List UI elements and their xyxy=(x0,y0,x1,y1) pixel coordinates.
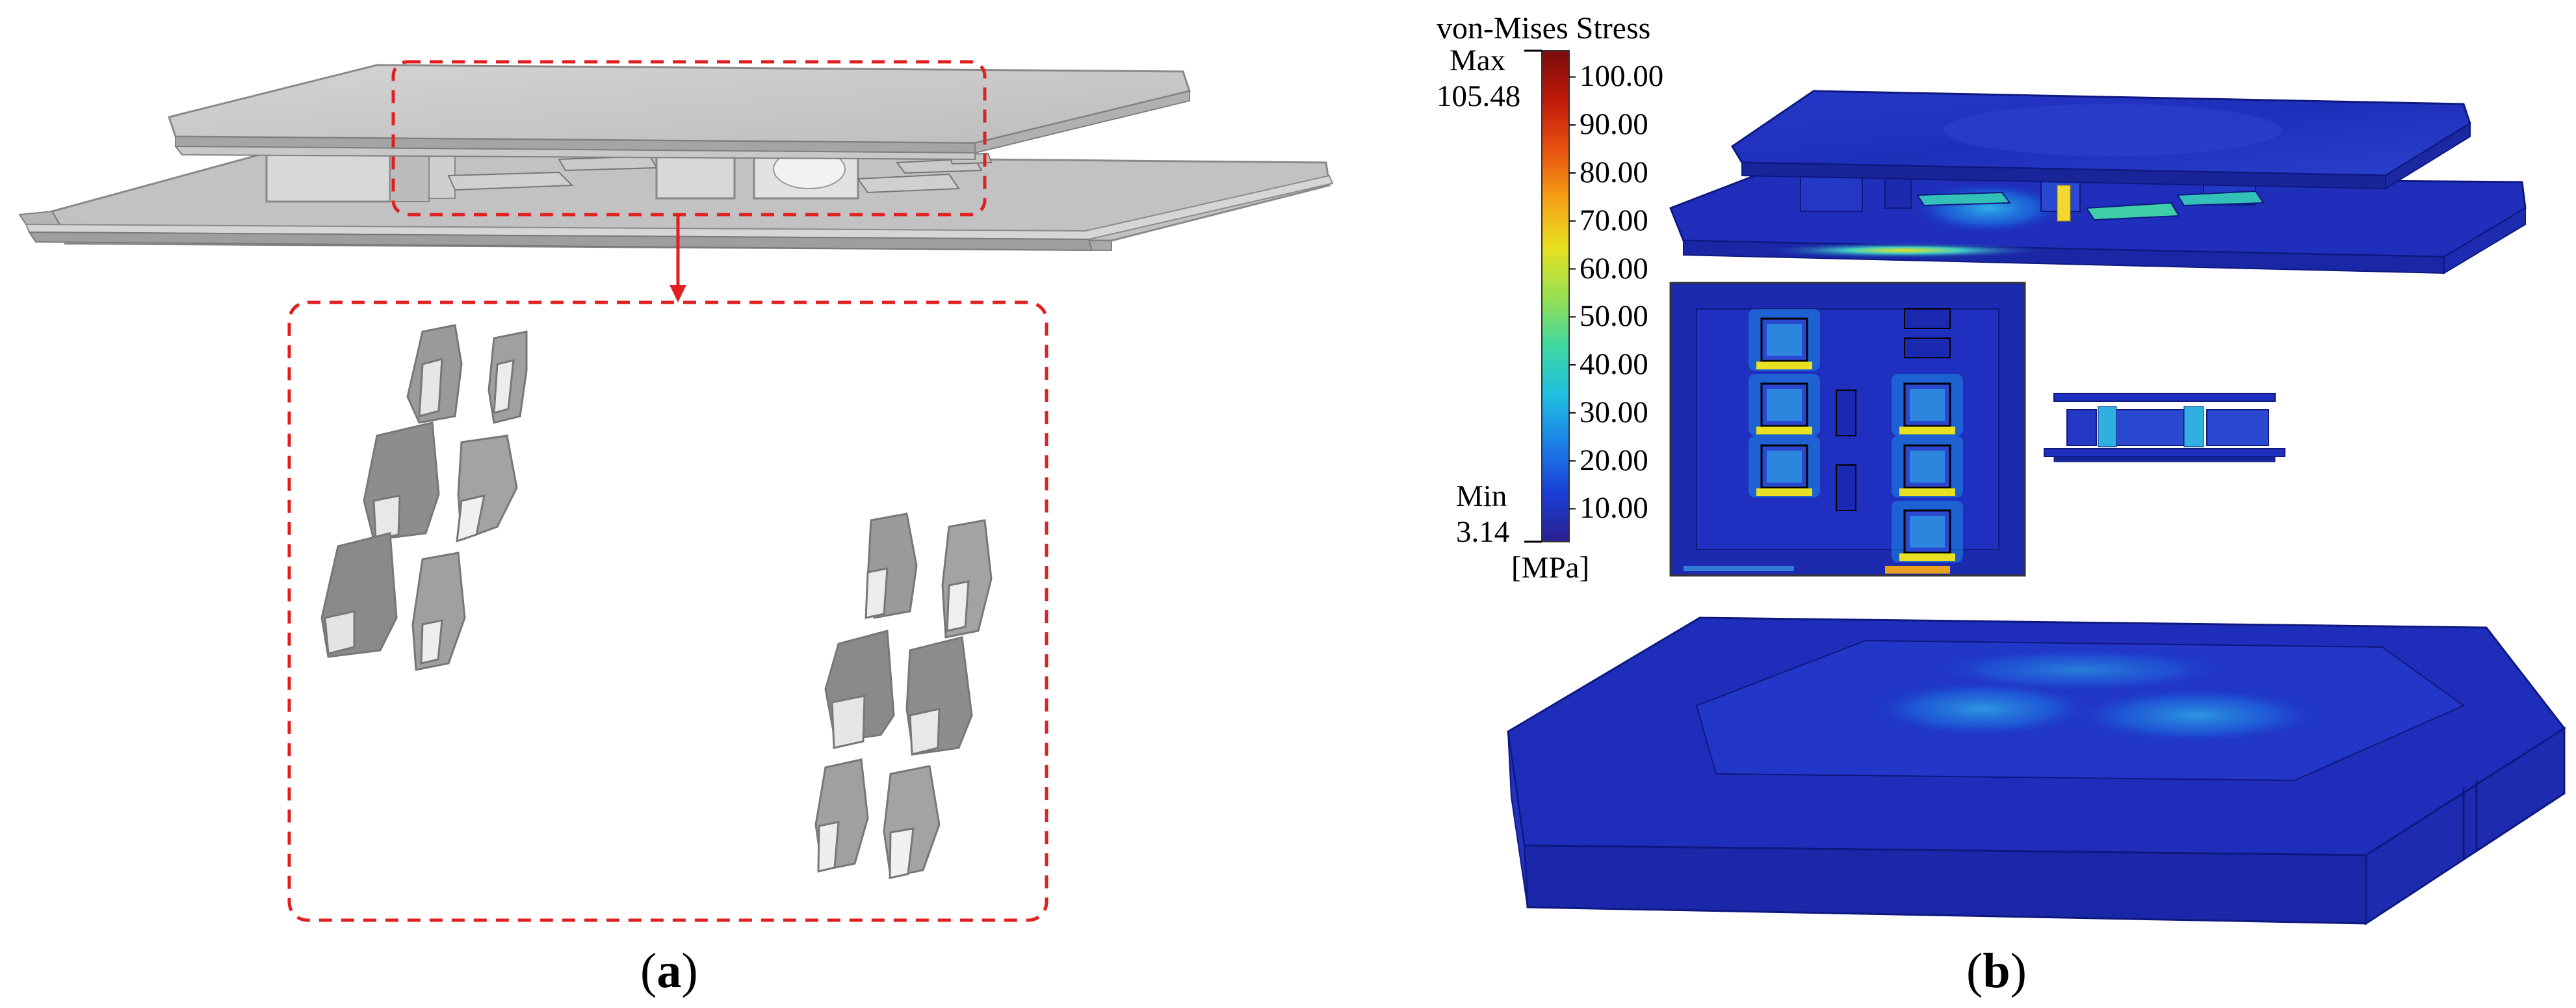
colorbar xyxy=(1524,49,1576,543)
stress-top-view xyxy=(1669,282,2026,577)
zoom-selection-box xyxy=(391,60,987,217)
colorbar-tick-label: 50.00 xyxy=(1580,299,1648,334)
caption-b-letter: b xyxy=(1983,944,2010,998)
colorbar-tick-label: 90.00 xyxy=(1580,107,1648,142)
colorbar-tick-label: 60.00 xyxy=(1580,251,1648,285)
zoom-arrow-head xyxy=(670,285,686,302)
colorbar-tick-label: 30.00 xyxy=(1580,395,1648,429)
colorbar-tick-label: 20.00 xyxy=(1580,443,1648,477)
base-front-face xyxy=(1523,844,2367,925)
caption-a: (a) xyxy=(640,944,698,998)
stress-assembly-perspective xyxy=(1669,90,2527,274)
legend-max-label: Max xyxy=(1450,44,1506,77)
solder-joints-right xyxy=(814,512,993,879)
panel-a-assembly xyxy=(18,60,1334,922)
colorbar-tick-label: 70.00 xyxy=(1580,203,1648,237)
zoom-detail-frame xyxy=(287,300,1048,922)
solder-joints-left xyxy=(320,324,528,671)
colorbar-rect xyxy=(1541,50,1570,542)
legend-unit: [MPa] xyxy=(1511,551,1590,585)
colorbar-tick-label: 40.00 xyxy=(1580,347,1648,382)
legend-title: von-Mises Stress xyxy=(1437,11,1651,46)
legend-min-value: 3.14 xyxy=(1456,515,1510,549)
colorbar-tick-label: 100.00 xyxy=(1580,59,1664,94)
legend-max-value: 105.48 xyxy=(1437,79,1521,113)
colorbar-tick-label: 80.00 xyxy=(1580,155,1648,189)
legend-min-label: Min xyxy=(1456,479,1507,513)
caption-a-letter: a xyxy=(657,944,682,998)
stress-hotspot-edge xyxy=(1762,243,2048,258)
base-side-face xyxy=(2365,726,2566,925)
stress-side-view xyxy=(2044,393,2285,462)
stress-base-housing xyxy=(1507,617,2566,925)
caption-b: (b) xyxy=(1966,944,2027,998)
colorbar-tick-label: 10.00 xyxy=(1580,491,1648,525)
